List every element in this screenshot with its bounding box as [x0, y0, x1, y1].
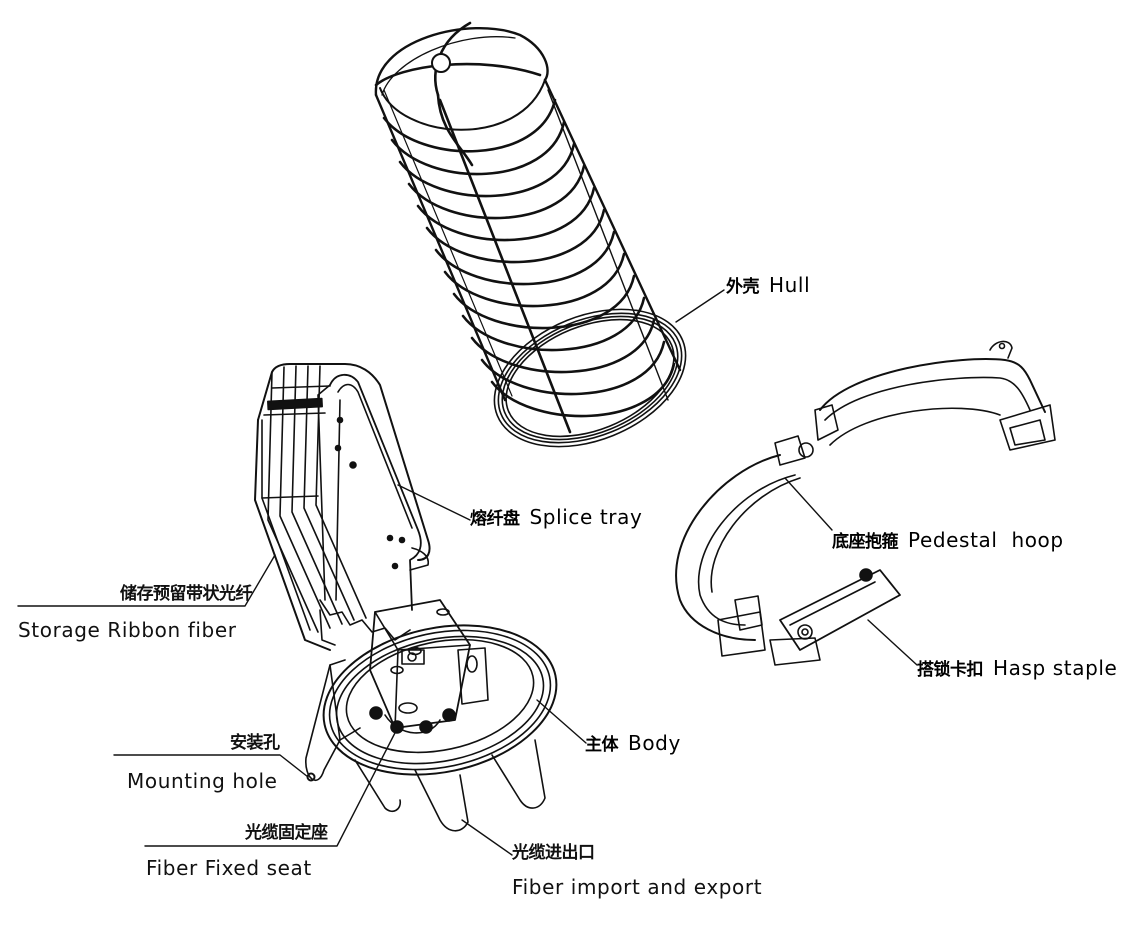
mounting-tab — [305, 659, 361, 782]
hull-drawing — [374, 21, 687, 448]
pedestal-hoop-drawing — [675, 340, 1056, 666]
label-splice-tray: 熔纤盘 Splice tray — [470, 507, 642, 528]
label-fiber-fixed-seat-en: Fiber Fixed seat — [146, 856, 312, 880]
label-pedestal-hoop: 底座抱箍 Pedestal hoop — [832, 530, 1064, 551]
label-hasp-staple-en: Hasp staple — [993, 656, 1118, 680]
body-drawing — [305, 599, 558, 832]
label-storage-ribbon-en: Storage Ribbon fiber — [18, 618, 237, 642]
label-pedestal-hoop-cn: 底座抱箍 — [832, 532, 899, 552]
label-hull-cn: 外壳 — [726, 277, 760, 297]
label-body: 主体 Body — [585, 733, 681, 754]
splice-tray-drawing — [254, 363, 431, 651]
label-fiber-fixed-seat-cn: 光缆固定座 — [245, 823, 328, 843]
label-fiber-import-export-en: Fiber import and export — [512, 875, 763, 899]
label-body-cn: 主体 — [585, 735, 619, 755]
label-storage-ribbon-cn: 储存预留带状光纤 — [120, 584, 253, 604]
label-hull-en: Hull — [769, 273, 811, 297]
hull-dome — [374, 21, 549, 167]
label-mounting-hole-en: Mounting hole — [127, 769, 278, 793]
label-hull: 外壳 Hull — [726, 275, 810, 296]
hull-base-flange — [493, 308, 687, 448]
leader-lines — [17, 289, 918, 856]
label-mounting-hole-cn: 安装孔 — [230, 733, 280, 753]
cable-ports — [354, 739, 546, 832]
label-fiber-import-export-cn: 光缆进出口 — [512, 843, 595, 863]
hasp-drawing — [769, 568, 901, 666]
label-hasp-staple: 搭锁卡扣 Hasp staple — [917, 658, 1117, 679]
label-pedestal-hoop-en: Pedestal hoop — [908, 528, 1064, 552]
label-splice-tray-en: Splice tray — [529, 505, 643, 529]
label-hasp-staple-cn: 搭锁卡扣 — [917, 660, 984, 680]
label-splice-tray-cn: 熔纤盘 — [470, 509, 520, 529]
hull-ribs — [382, 98, 676, 418]
label-body-en: Body — [628, 731, 681, 755]
